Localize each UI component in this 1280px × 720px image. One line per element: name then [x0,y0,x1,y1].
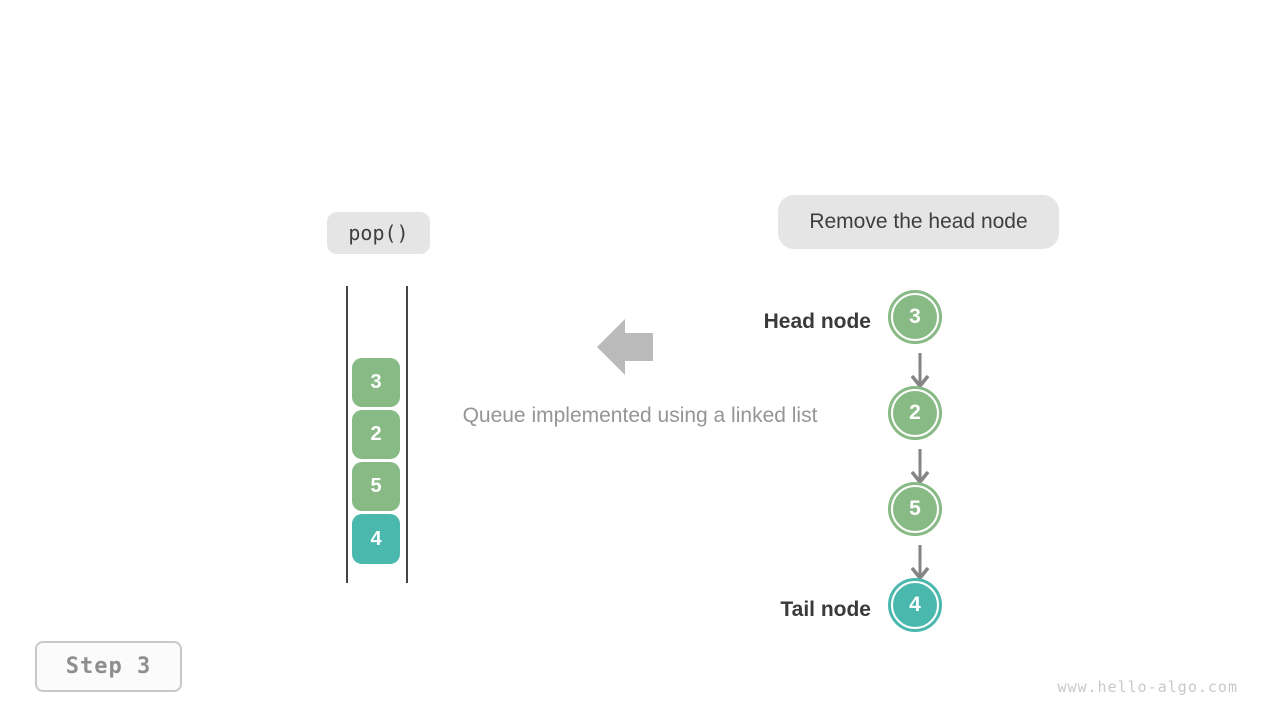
list-node: 3 [888,290,942,344]
queue-box: 3 [352,358,400,407]
list-node: 2 [888,386,942,440]
stack-right-wall [406,286,408,583]
stack-left-wall [346,286,348,583]
queue-box: 5 [352,462,400,511]
queue-box: 2 [352,410,400,459]
pop-operation-label: pop() [327,212,430,254]
watermark: www.hello-algo.com [1057,678,1238,696]
action-label: Remove the head node [778,195,1059,249]
step-badge: Step 3 [35,641,182,692]
list-node: 5 [888,482,942,536]
diagram-caption: Queue implemented using a linked list [462,404,818,427]
left-arrow-shaft [625,333,653,361]
down-arrow-icon [910,449,930,484]
left-arrow-head [597,319,625,375]
queue-box: 4 [352,514,400,564]
tail-node-label: Tail node [780,598,871,621]
list-node: 4 [888,578,942,632]
down-arrow-icon [910,353,930,388]
down-arrow-icon [910,545,930,580]
head-node-label: Head node [763,310,871,333]
